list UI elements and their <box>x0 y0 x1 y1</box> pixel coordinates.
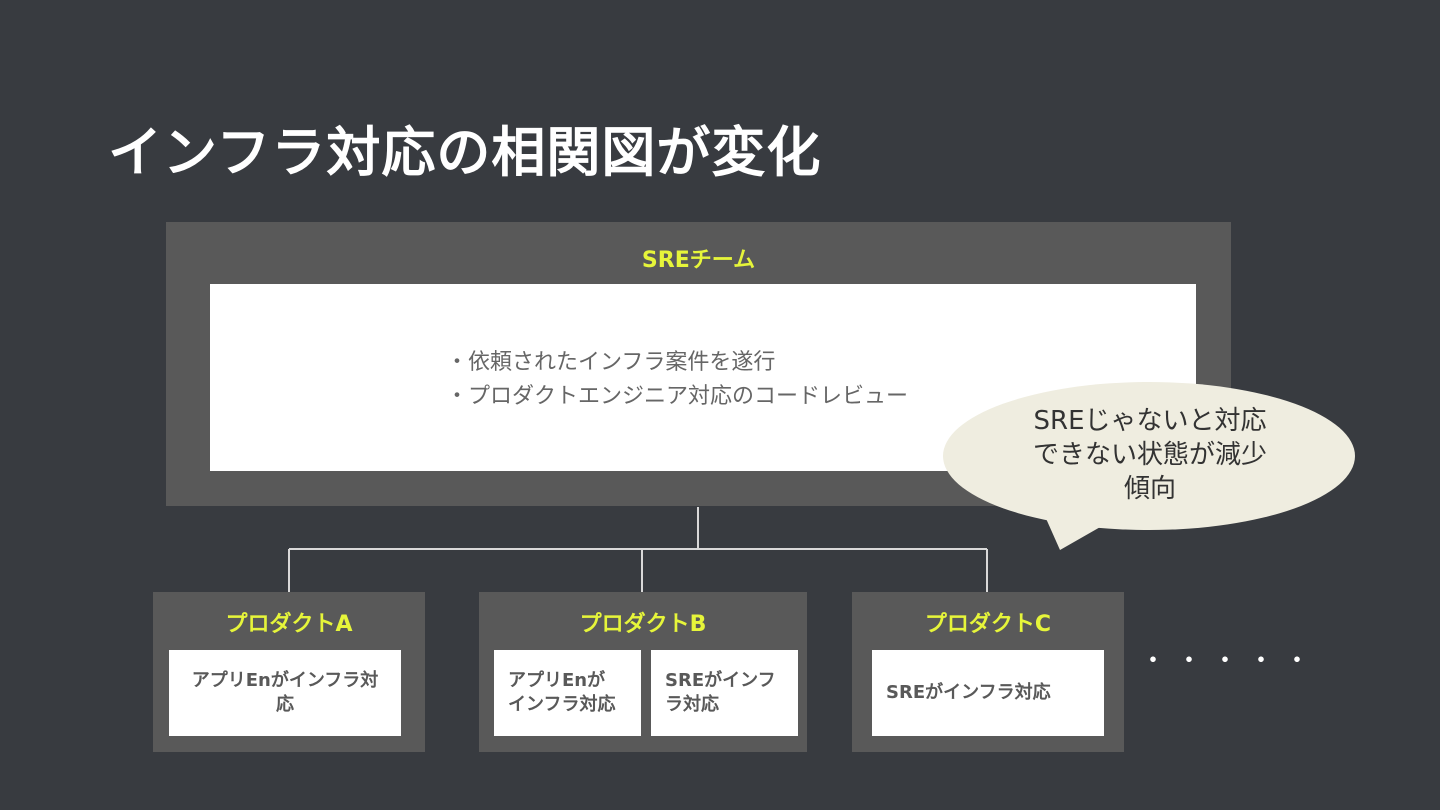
speech-bubble-line: できない状態が減少 <box>1032 440 1267 470</box>
product-c-label: プロダクトC <box>924 612 1052 637</box>
card-text-line: インフラ対応 <box>508 694 616 715</box>
sre-team-label: SREチーム <box>641 248 756 273</box>
product-b-box: プロダクトB アプリEnが インフラ対応 SREがインフ ラ対応 <box>479 592 807 752</box>
product-b-card-sre: SREがインフ ラ対応 <box>651 650 798 736</box>
product-c-box: プロダクトC SREがインフラ対応 <box>852 592 1124 752</box>
page-title: インフラ対応の相関図が変化 <box>108 121 822 184</box>
speech-bubble-line: 傾向 <box>1123 474 1176 504</box>
sre-task-item: ・プロダクトエンジニア対応のコードレビュー <box>446 384 909 409</box>
product-a-box: プロダクトA アプリEnがインフラ対 応 <box>153 592 425 752</box>
speech-bubble-text: SREじゃないと対応 できない状態が減少 傾向 <box>990 404 1310 506</box>
speech-bubble-line: SREじゃないと対応 <box>1033 406 1267 436</box>
speech-bubble <box>943 382 1355 530</box>
card-text-line: SREがインフラ対応 <box>886 682 1051 703</box>
card-text-line: ラ対応 <box>665 694 719 715</box>
product-b-card-app: アプリEnが インフラ対応 <box>494 650 641 736</box>
card-text-line: SREがインフ <box>665 670 776 691</box>
card-text-line: アプリEnがインフラ対 <box>191 670 379 691</box>
product-b-label: プロダクトB <box>579 612 707 637</box>
product-c-card: SREがインフラ対応 <box>872 650 1104 736</box>
product-a-label: プロダクトA <box>225 612 353 637</box>
more-products-ellipsis: ・・・・・ <box>1140 646 1321 676</box>
sre-task-item: ・依頼されたインフラ案件を遂行 <box>446 350 776 375</box>
card-text-line: 応 <box>275 694 294 715</box>
sre-team-box: SREチーム ・依頼されたインフラ案件を遂行 ・プロダクトエンジニア対応のコード… <box>166 222 1231 506</box>
product-a-card: アプリEnがインフラ対 応 <box>169 650 401 736</box>
card-text-line: アプリEnが <box>508 670 606 691</box>
